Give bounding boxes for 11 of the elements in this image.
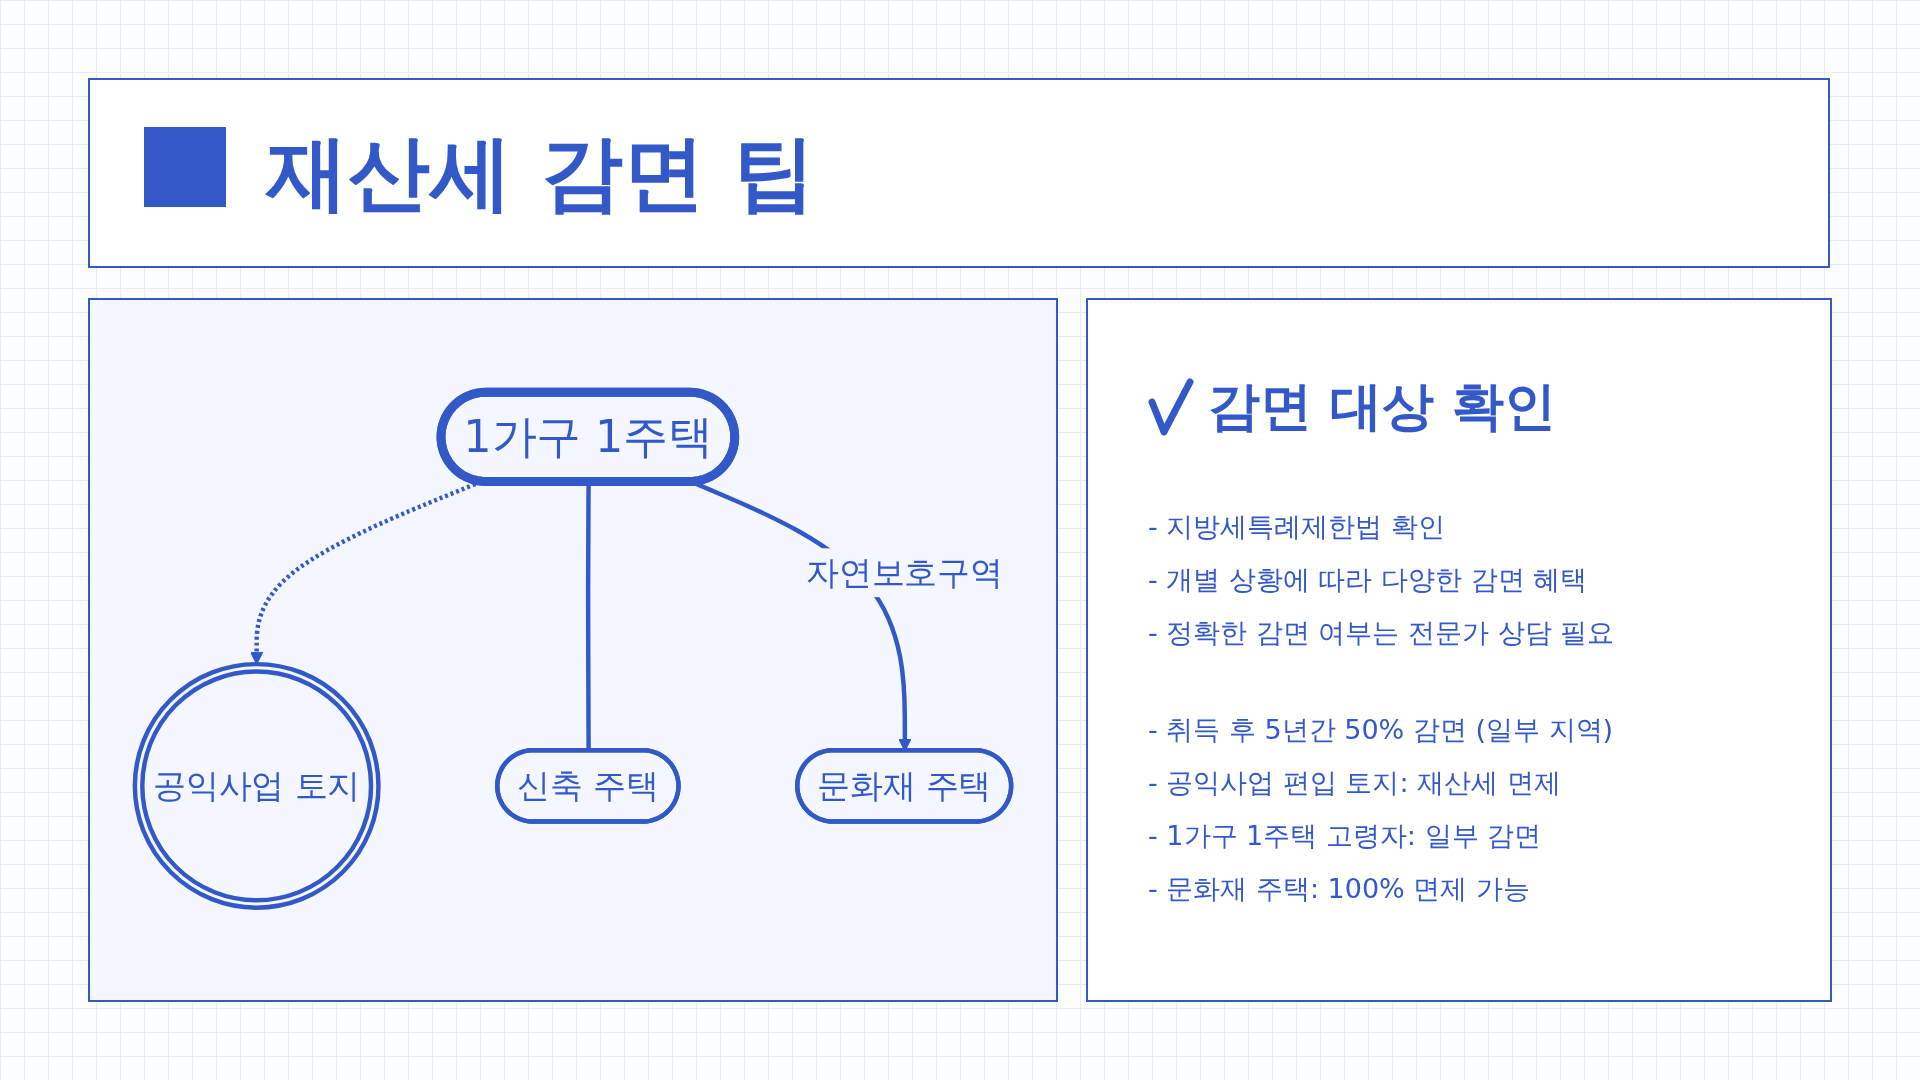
bullet-item: - 지방세특례제한법 확인 <box>1148 510 1446 544</box>
bullet-item: - 공익사업 편입 토지: 재산세 면제 <box>1148 766 1562 800</box>
bullet-item: - 취득 후 5년간 50% 감면 (일부 지역) <box>1148 713 1615 747</box>
node-circle <box>132 661 381 910</box>
bullet-item: - 개별 상황에 따라 다양한 감면 혜택 <box>1148 563 1589 597</box>
bullet-item: - 1가구 1주택 고령자: 일부 감면 <box>1148 819 1543 853</box>
bullet-item: - 정확한 감면 여부는 전문가 상담 필요 <box>1148 616 1615 650</box>
section-heading: 감면 대상 확인 <box>1208 375 1557 438</box>
diagram-panel: 자연보호구역 1가구 1주택 공익사업 토지 신축 주택 문화재 주택 <box>88 298 1058 1002</box>
title: 재산세 감면 팁 <box>144 124 816 223</box>
bullet-item: - 문화재 주택: 100% 면제 가능 <box>1148 872 1531 906</box>
